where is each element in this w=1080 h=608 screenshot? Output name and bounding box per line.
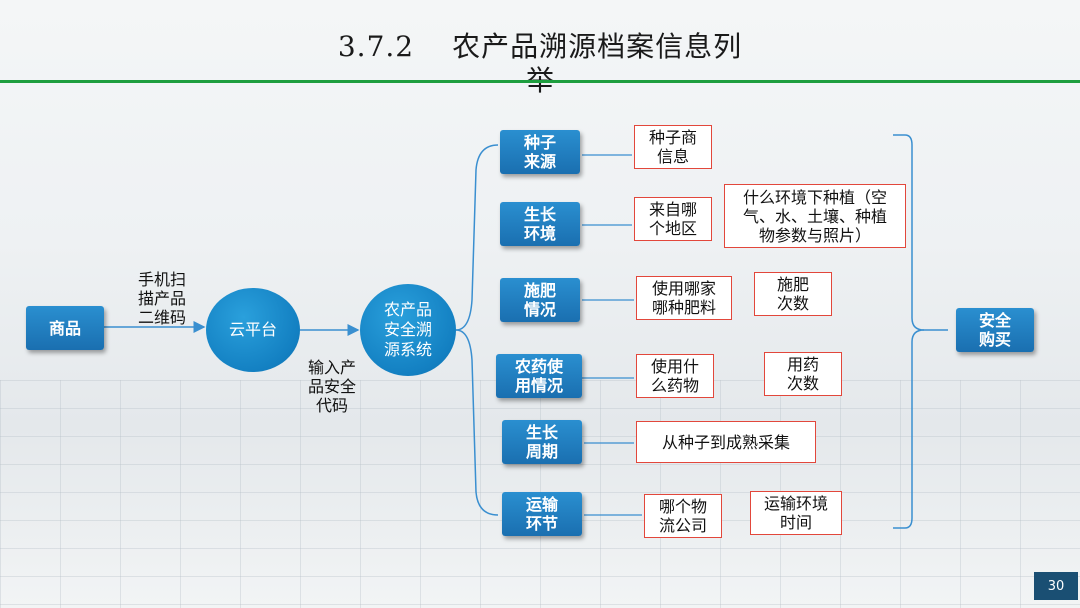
detail-fertilizer-brand: 使用哪家 哪种肥料	[636, 276, 732, 320]
page-number: 30	[1034, 572, 1078, 600]
detail-seed-to-harvest: 从种子到成熟采集	[636, 421, 816, 463]
product-node: 商品	[26, 306, 104, 350]
scan-label: 手机扫 描产品 二维码	[137, 270, 186, 327]
detail-pesticide-count: 用药 次数	[764, 352, 842, 396]
safe-purchase-node: 安全 购买	[956, 308, 1034, 352]
detail-origin-region: 来自哪 个地区	[634, 197, 712, 241]
category-transport: 运输 环节	[502, 492, 582, 536]
section-number: 3.7.2	[337, 30, 415, 63]
detail-environment-params: 什么环境下种植（空 气、水、土壤、种植 物参数与照片）	[724, 184, 906, 248]
detail-pesticide-type: 使用什 么药物	[636, 354, 714, 398]
detail-seed-merchant: 种子商 信息	[634, 125, 712, 169]
detail-fertilizer-count: 施肥 次数	[754, 272, 832, 316]
detail-transport-conditions: 运输环境 时间	[750, 491, 842, 535]
bracket-right-top	[893, 134, 948, 331]
page-title: 3.7.2 农产品溯源档案信息列	[0, 30, 1080, 64]
category-fertilization: 施肥 情况	[500, 278, 580, 322]
title-divider	[0, 80, 1080, 83]
category-pesticide-use: 农药使 用情况	[496, 354, 582, 398]
bracket-left-bottom	[455, 329, 499, 516]
cloud-platform-node: 云平台	[206, 288, 300, 372]
bracket-right-bottom	[893, 329, 925, 529]
bracket-left-top	[455, 144, 499, 331]
traceability-system-node: 农产品 安全溯 源系统	[360, 284, 456, 376]
category-growth-cycle: 生长 周期	[502, 420, 582, 464]
code-label: 输入产 品安全 代码	[307, 358, 356, 415]
detail-logistics-company: 哪个物 流公司	[644, 494, 722, 538]
title-text: 农产品溯源档案信息列	[452, 30, 743, 63]
category-seed-source: 种子 来源	[500, 130, 580, 174]
category-growth-environment: 生长 环境	[500, 202, 580, 246]
